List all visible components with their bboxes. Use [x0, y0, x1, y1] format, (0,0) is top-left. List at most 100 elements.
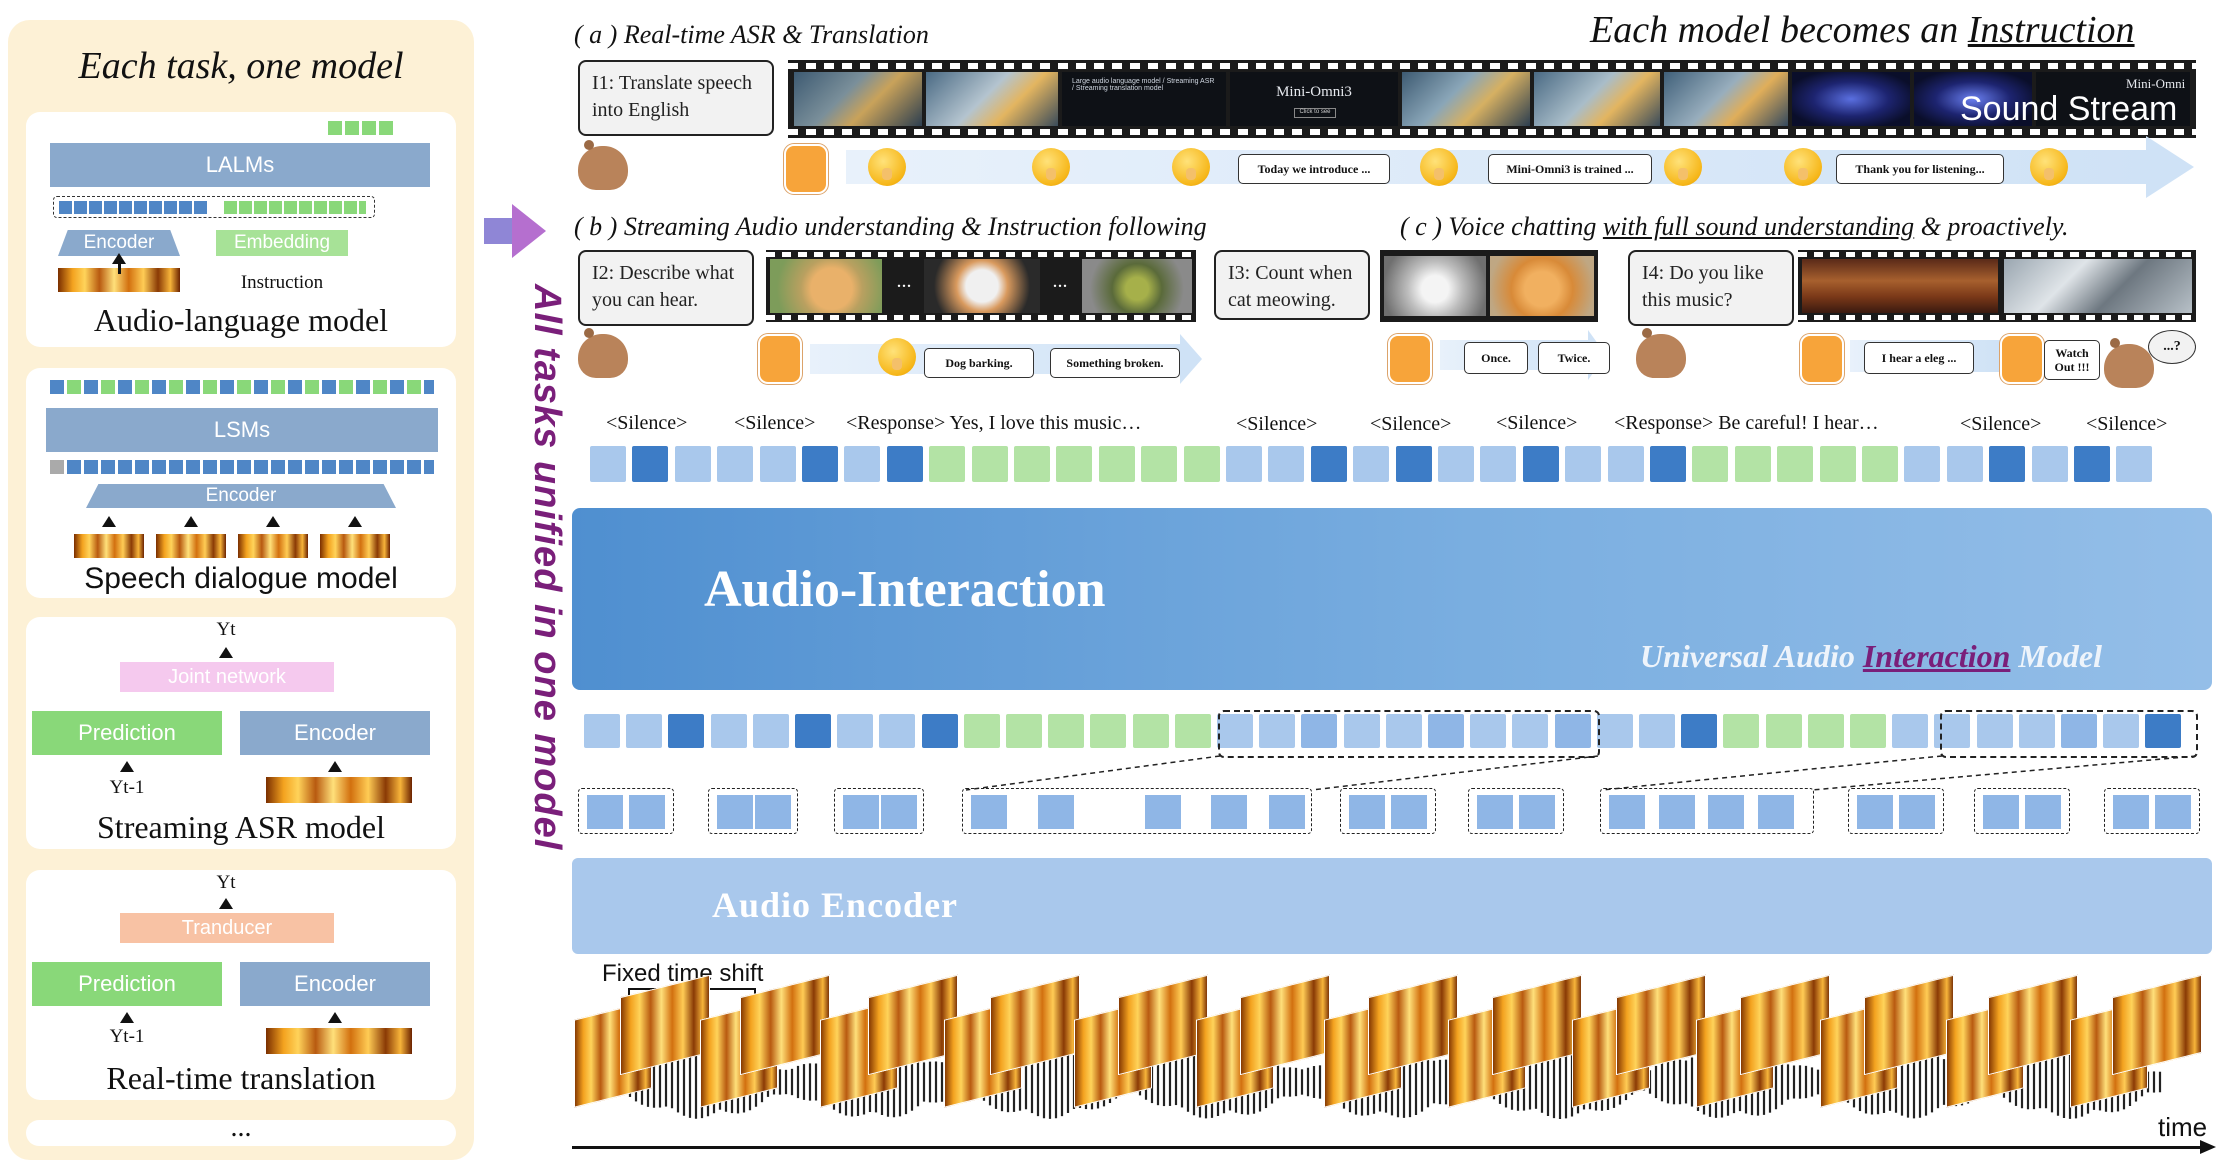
token [1343, 714, 1380, 748]
timeline-arrow-icon [2146, 136, 2194, 198]
speech-dialogue-model-card: LSMs Encoder Speech dialogue model [26, 368, 456, 598]
token [1391, 795, 1427, 829]
output-label: <Silence> [734, 412, 816, 434]
slide-corner-title: Mini-Omni [2126, 76, 2186, 91]
up-arrow-icon [219, 898, 233, 909]
token [590, 446, 626, 482]
up-arrow-icon [184, 516, 198, 527]
robot-icon [784, 144, 828, 194]
token [1892, 714, 1929, 748]
token [1692, 446, 1729, 482]
token [1757, 795, 1794, 829]
token [795, 714, 831, 748]
token [1259, 714, 1296, 748]
token [1349, 795, 1385, 829]
lalms-block: LALMs [50, 143, 430, 187]
encoder-block: Encoder [240, 711, 430, 755]
warning-bubble: Watch Out !!! [2044, 340, 2100, 380]
token [2061, 714, 2097, 748]
token [1006, 714, 1042, 748]
token [1310, 446, 1347, 482]
bos-token [50, 460, 64, 474]
up-arrow-icon [112, 253, 126, 264]
unify-text: All tasks unified in one model [526, 284, 568, 851]
token [886, 446, 923, 482]
chunk-group [1974, 788, 2070, 834]
timeline-arrow-icon [1180, 334, 1202, 384]
unify-arrow-shaft [484, 218, 514, 244]
token [1708, 795, 1744, 829]
up-arrow-icon [219, 647, 233, 658]
dog-image [924, 259, 1040, 313]
arrow-stem [118, 260, 121, 274]
token [2145, 714, 2182, 748]
chunk-group [1340, 788, 1436, 834]
token [1862, 446, 1898, 482]
response-bubble: Something broken. [1050, 348, 1180, 378]
slide-frame: Mini-Omni [2036, 72, 2190, 126]
sound-stream-label: Sound Stream [1960, 90, 2178, 128]
spectrogram [238, 534, 308, 558]
fixed-time-shift-label: Fixed time shift [602, 960, 764, 987]
capybara-icon [1636, 328, 1686, 378]
video-frame [926, 72, 1058, 126]
token [1639, 714, 1675, 748]
film-perforation [766, 315, 1196, 320]
instruction-4: I4: Do you like this music? [1628, 250, 1794, 326]
prediction-block: Prediction [32, 711, 222, 755]
subtitle-text: Universal Audio [1640, 638, 1863, 674]
more-models-card: ... [26, 1112, 456, 1146]
token [1477, 795, 1513, 829]
token [921, 714, 958, 748]
chunk-row [0, 788, 2221, 838]
streaming-asr-model-caption: Streaming ASR model [97, 809, 385, 845]
token [717, 795, 753, 829]
token [2155, 795, 2191, 829]
token [1395, 446, 1432, 482]
token [1650, 446, 1686, 482]
token [963, 714, 1000, 748]
output-label: <Silence> [1496, 412, 1578, 434]
output-token-sequence [50, 380, 434, 394]
output-token-row [590, 446, 2200, 486]
output-token [379, 121, 393, 135]
section-c-title: Voice chatting [1448, 212, 1603, 241]
thought-bubble: ...? [2148, 330, 2196, 364]
token [1734, 446, 1771, 482]
slide-frame: Large audio language model / Streaming A… [1062, 72, 1226, 126]
section-a-tag: ( a ) [574, 20, 618, 49]
slide-title: Mini-Omni3 [1276, 84, 1352, 100]
music-response-bubble: I hear a eleg ... [1864, 342, 1974, 374]
audio-waveform [616, 1045, 2162, 1119]
token [1470, 714, 1507, 748]
token [1904, 446, 1941, 482]
token [1607, 446, 1644, 482]
token [1014, 446, 1050, 482]
count-bubble: Once. [1464, 342, 1528, 374]
output-label: <Silence> [2086, 413, 2168, 435]
spectrogram [156, 534, 226, 558]
capybara-icon [578, 140, 628, 190]
token [1144, 795, 1181, 829]
chunk-group [962, 788, 1312, 834]
subtitle-underlined: Interaction [1862, 638, 2011, 674]
chunk-group [2104, 788, 2200, 834]
up-arrow-icon [120, 761, 134, 772]
token [1857, 795, 1893, 829]
token [759, 446, 796, 482]
token-sequence-box [53, 196, 375, 218]
token [1681, 714, 1718, 748]
token [1519, 795, 1555, 829]
token [1976, 714, 2013, 748]
encoder-block: Encoder [58, 230, 180, 256]
robot-icon [1388, 334, 1432, 384]
token [584, 714, 620, 748]
orchestra-image [1802, 259, 1998, 313]
token [752, 714, 789, 748]
output-label: <Response> Yes, I love this music… [846, 412, 1142, 434]
up-arrow-icon [120, 1012, 134, 1023]
more-models-ellipsis: ... [230, 1112, 252, 1143]
spectrogram [266, 777, 412, 803]
token [1385, 714, 1422, 748]
text-tokens [224, 201, 366, 214]
